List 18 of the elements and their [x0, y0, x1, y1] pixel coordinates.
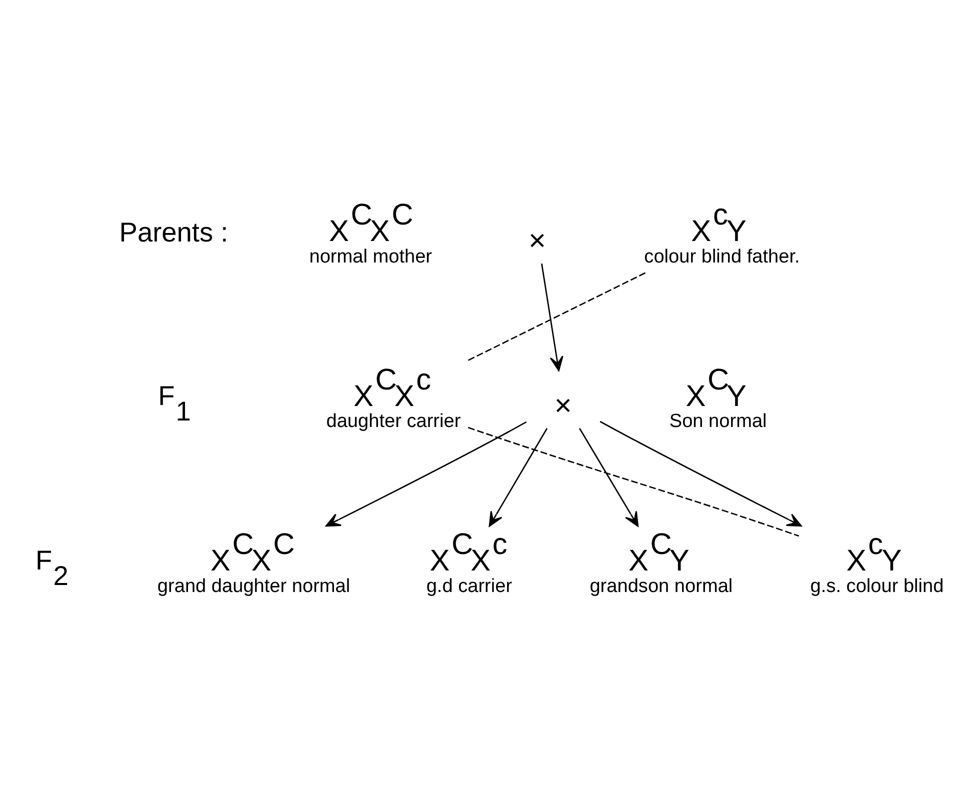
connector [466, 272, 646, 362]
node-label: normal mother [308, 246, 432, 267]
node-label: daughter carrier [326, 410, 460, 432]
node-label: Son normal [668, 410, 766, 432]
connector [467, 426, 799, 536]
node-label: colour blind father. [644, 246, 800, 267]
node-label: grandson normal [589, 575, 732, 596]
node-label: g.d carrier [426, 575, 512, 596]
label: Parents : [118, 216, 228, 248]
arrow [488, 428, 548, 526]
arrow [540, 263, 563, 371]
node-label: grand daughter normal [156, 575, 350, 596]
arrow [599, 420, 802, 526]
arrow [578, 428, 638, 526]
node-text: × [528, 224, 546, 258]
arrow [325, 420, 526, 526]
node-label: g.s. colour blind [810, 575, 944, 596]
node-text: × [554, 388, 572, 422]
